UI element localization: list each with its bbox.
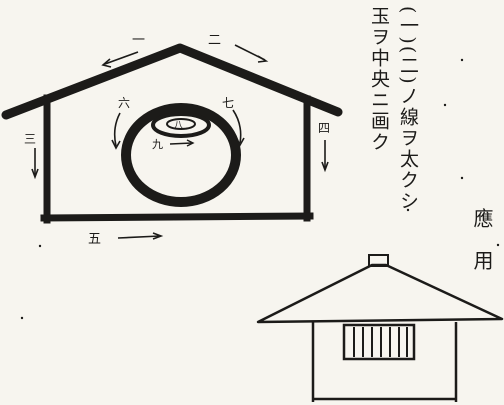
central-ball-outer xyxy=(121,103,241,207)
ink-speck xyxy=(460,176,464,180)
stroke-7-arrow xyxy=(232,109,242,144)
stroke-2-arrowhead xyxy=(257,55,269,63)
ink-speck xyxy=(460,58,464,62)
stroke-9-label: 九 xyxy=(152,138,163,151)
ink-speck xyxy=(38,244,42,248)
stroke-3-arrowhead xyxy=(31,168,39,180)
main-house-floor xyxy=(40,212,314,222)
stroke-3-label: 三 xyxy=(24,132,36,146)
ink-speck xyxy=(406,208,410,212)
stroke-5-arrowhead xyxy=(152,232,164,240)
main-house-roof xyxy=(1,43,343,120)
stroke-6-label: 六 xyxy=(118,96,130,110)
stroke-7-label: 七 xyxy=(222,96,234,110)
central-ball-inner-hole xyxy=(166,118,196,130)
stroke-8-label: 八 xyxy=(174,121,183,131)
stroke-6-arrowhead xyxy=(111,139,121,150)
stroke-2-label: 二 xyxy=(208,33,221,48)
ink-speck xyxy=(20,316,24,320)
stroke-1-arrow xyxy=(104,51,139,65)
central-ball-inner-rim xyxy=(151,112,211,138)
application-house-window xyxy=(342,323,416,361)
stroke-5-arrow xyxy=(117,235,161,239)
stroke-1-arrowhead xyxy=(101,58,112,68)
application-house-roof xyxy=(256,263,504,324)
ink-speck xyxy=(496,243,500,247)
main-house-diagram: 一 二 三 四 五 六 七 八 九 xyxy=(1,33,343,247)
stroke-6-arrow xyxy=(113,112,121,147)
application-house-window-bars xyxy=(353,327,408,357)
instruction-line-2: 玉ヲ中央ニ画ク xyxy=(368,6,390,153)
stroke-4-label: 四 xyxy=(318,121,330,135)
ink-speck xyxy=(443,103,447,107)
instruction-line-1: (一)(二)ノ線ヲ太クシ xyxy=(397,6,419,212)
stroke-9-arrow xyxy=(169,142,193,145)
application-house-diagram xyxy=(256,254,504,402)
stroke-7-arrowhead xyxy=(235,136,245,147)
application-label: 應用 xyxy=(470,208,494,292)
stroke-9-arrowhead xyxy=(186,139,195,147)
stroke-5-label: 五 xyxy=(88,232,101,247)
stroke-1-label: 一 xyxy=(132,33,145,48)
stroke-4-arrowhead xyxy=(321,161,329,173)
